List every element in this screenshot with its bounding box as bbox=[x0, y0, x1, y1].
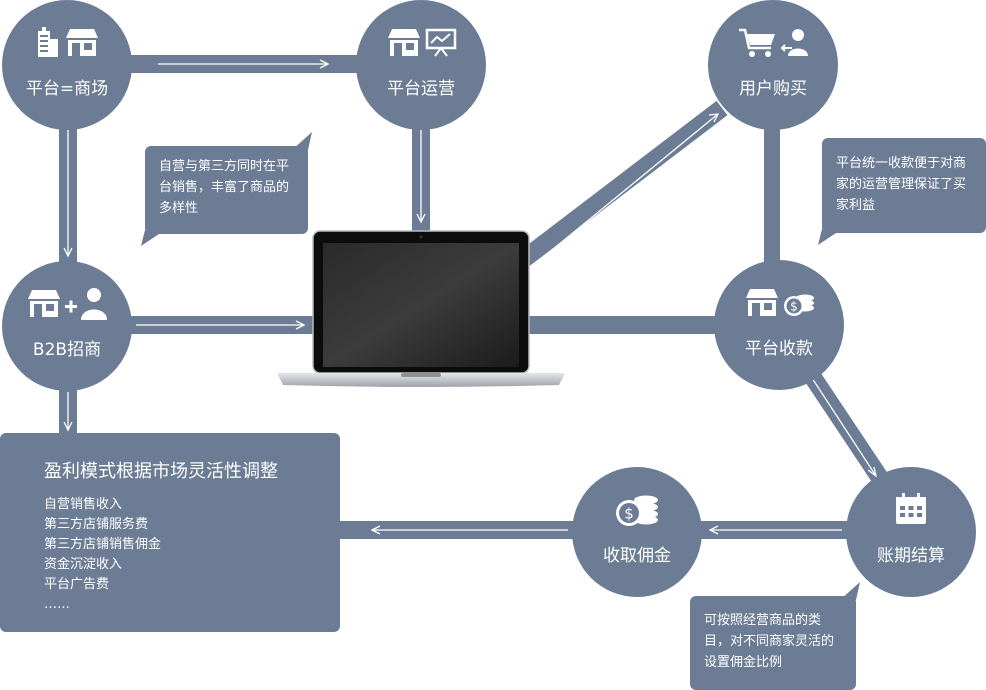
building-icon bbox=[37, 27, 58, 57]
node-label: 收取佣金 bbox=[603, 546, 671, 566]
connector-collect-settle bbox=[800, 365, 888, 483]
bubble-unified-collect: 平台统一收款便于对商家的运营管理保证了买家利益 bbox=[818, 138, 986, 245]
bubble-text: 平台统一收款便于对商家的运营管理保证了买家利益 bbox=[836, 156, 967, 213]
node-platform-mall: 平台=商场 bbox=[2, 0, 132, 130]
profit-model-box: 盈利模式根据市场灵活性调整 自营销售收入 第三方店铺服务费 第三方店铺销售佣金 … bbox=[0, 433, 340, 632]
node-commission: $ 收取佣金 bbox=[572, 467, 702, 597]
bubble-self-and-third: 自营与第三方同时在平台销售，丰富了商品的多样性 bbox=[141, 132, 312, 246]
shopping-cart-icon bbox=[738, 28, 775, 57]
connector-laptop-user bbox=[514, 100, 728, 270]
user-arrow-icon bbox=[780, 29, 808, 56]
arrow-laptop-user bbox=[529, 113, 719, 269]
coins-icon: $ bbox=[616, 495, 658, 526]
profit-item: 资金沉淀收入 bbox=[44, 557, 123, 572]
node-label: 用户购买 bbox=[739, 79, 807, 99]
profit-item: …… bbox=[44, 597, 70, 612]
profit-item: 平台广告费 bbox=[44, 577, 110, 592]
profit-item: 第三方店铺销售佣金 bbox=[44, 537, 162, 552]
bubble-commission-ratio: 可按照经营商品的类目，对不同商家灵活的设置佣金比例 bbox=[690, 582, 860, 690]
node-label: 平台运营 bbox=[387, 79, 455, 99]
node-label: B2B招商 bbox=[32, 340, 102, 360]
bubble-text: 可按照经营商品的类目，对不同商家灵活的设置佣金比例 bbox=[704, 613, 835, 670]
presentation-chart-icon bbox=[425, 28, 456, 57]
profit-item: 自营销售收入 bbox=[44, 497, 123, 512]
profit-title: 盈利模式根据市场灵活性调整 bbox=[44, 461, 278, 482]
storefront-icon bbox=[65, 29, 98, 56]
laptop-image bbox=[277, 230, 565, 387]
storefront-icon bbox=[745, 289, 778, 316]
laptop-screen bbox=[323, 243, 519, 367]
node-settlement: 账期结算 bbox=[846, 467, 976, 597]
storefront-icon bbox=[28, 290, 60, 317]
node-label: 平台收款 bbox=[745, 339, 813, 359]
arrow-collect-settle bbox=[811, 377, 877, 477]
svg-text:$: $ bbox=[790, 300, 798, 314]
user-icon bbox=[81, 288, 107, 320]
storefront-icon bbox=[387, 29, 420, 56]
node-b2b-recruit: B2B招商 bbox=[2, 261, 132, 391]
bubble-tail bbox=[840, 582, 860, 600]
bubble-text: 自营与第三方同时在平台销售，丰富了商品的多样性 bbox=[159, 159, 290, 216]
bubble-tail bbox=[141, 230, 165, 246]
calendar-icon bbox=[896, 493, 926, 524]
plus-icon bbox=[65, 300, 77, 313]
node-user-purchase: 用户购买 bbox=[708, 0, 838, 130]
coins-icon: $ bbox=[783, 294, 814, 316]
profit-item: 第三方店铺服务费 bbox=[44, 517, 149, 532]
profit-items: 自营销售收入 第三方店铺服务费 第三方店铺销售佣金 资金沉淀收入 平台广告费 …… bbox=[44, 495, 340, 615]
node-label: 平台=商场 bbox=[25, 79, 109, 99]
node-platform-ops: 平台运营 bbox=[356, 0, 486, 130]
bubble-tail bbox=[292, 132, 312, 150]
bubble-tail bbox=[818, 229, 842, 245]
node-platform-collect: $ 平台收款 bbox=[714, 260, 844, 390]
svg-text:$: $ bbox=[624, 505, 634, 523]
node-label: 账期结算 bbox=[877, 546, 945, 566]
